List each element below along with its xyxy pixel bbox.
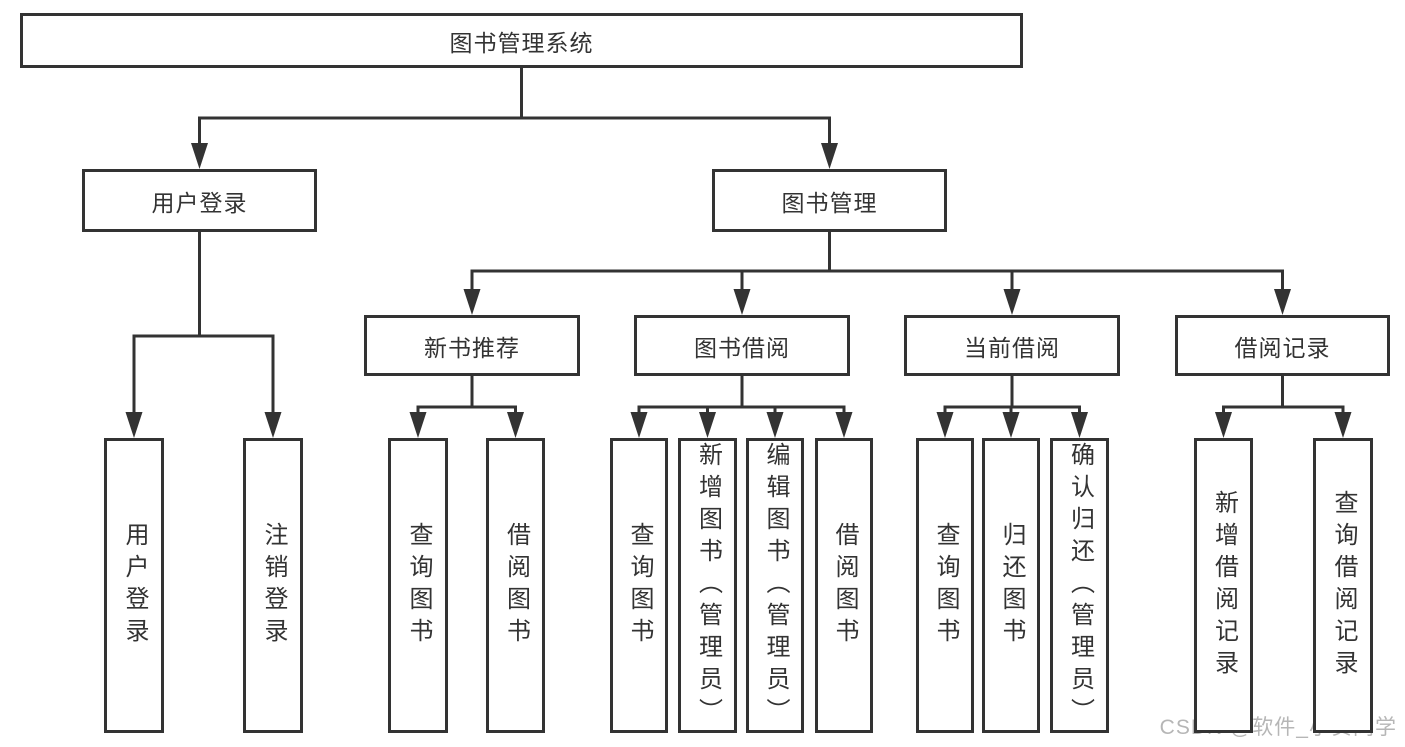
node-book-borrow: 图书借阅	[634, 315, 850, 376]
arrowhead-icon	[835, 412, 853, 438]
node-label-leaf-user-login: 用户登录	[121, 521, 148, 650]
node-label-leaf-return-book: 归还图书	[998, 521, 1025, 650]
node-label-leaf-borrow-book-2: 借阅图书	[831, 521, 858, 650]
arrowhead-icon	[1274, 289, 1291, 315]
node-label-leaf-query-borrow-record: 查询借阅记录	[1330, 489, 1357, 682]
node-label-new-book-recommend: 新书推荐	[424, 334, 520, 361]
node-label-leaf-query-book-1: 查询图书	[405, 521, 432, 650]
arrowhead-icon	[936, 412, 954, 438]
node-label-book-borrow: 图书借阅	[694, 334, 790, 361]
arrowhead-icon	[1215, 412, 1232, 438]
node-label-root: 图书管理系统	[449, 29, 594, 56]
node-leaf-query-borrow-record: 查询借阅记录	[1313, 438, 1373, 733]
node-label-borrow-record: 借阅记录	[1234, 334, 1331, 361]
node-book-management: 图书管理	[712, 169, 947, 232]
arrowhead-icon	[766, 412, 784, 438]
arrowhead-icon	[630, 412, 648, 438]
arrowhead-icon	[1003, 289, 1021, 315]
arrowhead-icon	[1071, 412, 1088, 438]
node-current-borrow: 当前借阅	[904, 315, 1120, 376]
arrowhead-icon	[1002, 412, 1020, 438]
node-leaf-query-book-2: 查询图书	[610, 438, 668, 733]
node-leaf-add-borrow-record: 新增借阅记录	[1194, 438, 1253, 733]
arrowhead-icon	[409, 412, 427, 438]
arrowhead-icon	[463, 289, 481, 315]
node-label-current-borrow: 当前借阅	[964, 334, 1060, 361]
node-user-login: 用户登录	[82, 169, 317, 232]
node-label-leaf-add-book: 新增图书（管理员）	[694, 441, 722, 730]
node-leaf-borrow-book-2: 借阅图书	[815, 438, 873, 733]
node-leaf-return-book: 归还图书	[982, 438, 1040, 733]
node-label-leaf-query-book-2: 查询图书	[626, 521, 653, 650]
node-label-leaf-confirm-return: 确认归还（管理员）	[1066, 441, 1094, 730]
node-new-book-recommend: 新书推荐	[364, 315, 580, 376]
arrowhead-icon	[264, 412, 282, 438]
node-label-leaf-query-book-3: 查询图书	[932, 521, 959, 650]
node-leaf-logout: 注销登录	[243, 438, 303, 733]
node-root: 图书管理系统	[20, 13, 1023, 68]
arrowhead-icon	[125, 412, 143, 438]
node-label-leaf-logout: 注销登录	[260, 521, 287, 650]
node-borrow-record: 借阅记录	[1175, 315, 1390, 376]
node-leaf-confirm-return: 确认归还（管理员）	[1050, 438, 1109, 733]
arrowhead-icon	[1334, 412, 1352, 438]
node-label-user-login: 用户登录	[151, 189, 248, 216]
node-label-leaf-borrow-book-1: 借阅图书	[502, 521, 530, 650]
node-leaf-add-book: 新增图书（管理员）	[678, 438, 737, 733]
node-leaf-query-book-1: 查询图书	[388, 438, 448, 733]
arrowhead-icon	[699, 412, 716, 438]
node-label-book-management: 图书管理	[781, 189, 878, 216]
arrowhead-icon	[507, 412, 524, 438]
arrowhead-icon	[191, 143, 208, 169]
node-label-leaf-edit-book: 编辑图书（管理员）	[762, 441, 789, 730]
arrowhead-icon	[733, 289, 751, 315]
node-leaf-edit-book: 编辑图书（管理员）	[746, 438, 804, 733]
node-leaf-user-login: 用户登录	[104, 438, 164, 733]
node-leaf-query-book-3: 查询图书	[916, 438, 974, 733]
node-leaf-borrow-book-1: 借阅图书	[486, 438, 545, 733]
arrowhead-icon	[821, 143, 838, 169]
node-label-leaf-add-borrow-record: 新增借阅记录	[1210, 489, 1238, 682]
